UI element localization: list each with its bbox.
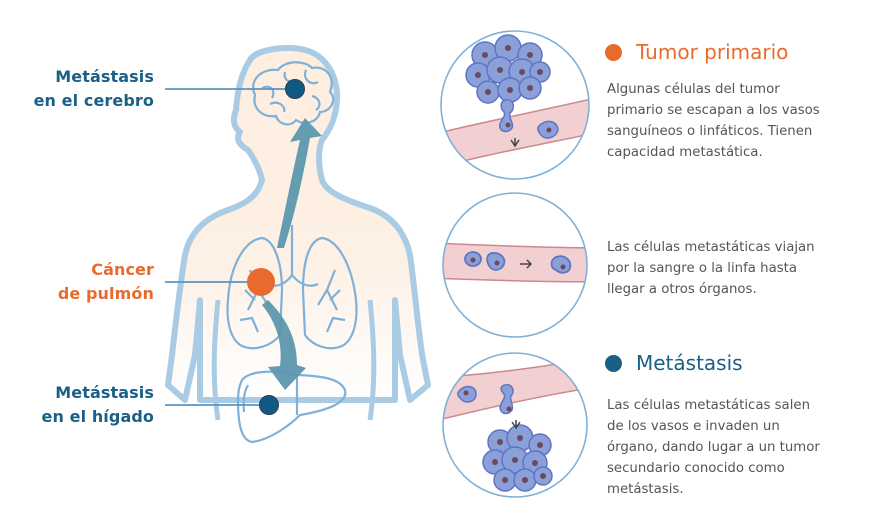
blue-dot-icon [605, 354, 622, 372]
liver-metastasis-label: Metástasis en el hígado [42, 381, 155, 429]
description-line: primario se escapan a los vasos [607, 103, 820, 118]
human-silhouette [160, 45, 440, 522]
travelling-cells-icon [464, 251, 572, 274]
lung-cancer-label: Cáncer de pulmón [58, 258, 154, 306]
arrow-to-brain-icon [277, 118, 322, 248]
label-line: en el cerebro [33, 91, 154, 110]
primary-tumor-heading: Tumor primario [605, 40, 788, 64]
metastasis-description: Las células metastáticas salen de los va… [607, 395, 867, 500]
right-arrow-icon [520, 259, 533, 269]
down-arrow-icon [510, 138, 520, 148]
heading-text: Tumor primario [636, 40, 789, 64]
description-line: por la sangre o la linfa hasta [607, 261, 798, 276]
primary-tumor-description: Algunas células del tumor primario se es… [607, 79, 867, 163]
tumor-cluster-icon [465, 34, 559, 139]
orange-dot-icon [605, 43, 622, 61]
down-arrow-icon [511, 420, 521, 430]
liver-metastasis-marker [259, 395, 279, 415]
travel-description: Las células metastáticas viajan por la s… [607, 237, 867, 300]
description-line: capacidad metastática. [607, 145, 763, 160]
description-line: Las células metastáticas salen [607, 398, 811, 413]
label-line: de pulmón [57, 284, 154, 303]
description-line: sanguíneos o linfáticos. Tienen [607, 124, 813, 139]
description-line: llegar a otros órganos. [607, 282, 757, 297]
metastasis-heading: Metástasis [605, 351, 743, 375]
description-line: Algunas células del tumor [607, 82, 780, 97]
description-line: secundario conocido como [607, 461, 785, 476]
label-line: Metástasis [55, 67, 154, 86]
description-line: de los vasos e invaden un [607, 419, 780, 434]
lung-primary-tumor-marker [247, 268, 275, 296]
arrow-to-liver-icon [262, 300, 306, 390]
heading-text: Metástasis [636, 351, 743, 375]
step1-illustration [440, 30, 590, 180]
label-line: en el hígado [41, 407, 154, 426]
step3-illustration [442, 352, 588, 498]
brain-metastasis-label: Metástasis en el cerebro [34, 65, 154, 113]
description-line: órgano, dando lugar a un tumor [607, 440, 820, 455]
spread-arrows [262, 118, 322, 390]
description-line: metástasis. [607, 482, 684, 497]
step2-illustration [442, 192, 588, 338]
label-line: Cáncer [91, 260, 154, 279]
description-line: Las células metastáticas viajan [607, 240, 815, 255]
brain-metastasis-marker [285, 79, 305, 99]
label-line: Metástasis [55, 383, 154, 402]
